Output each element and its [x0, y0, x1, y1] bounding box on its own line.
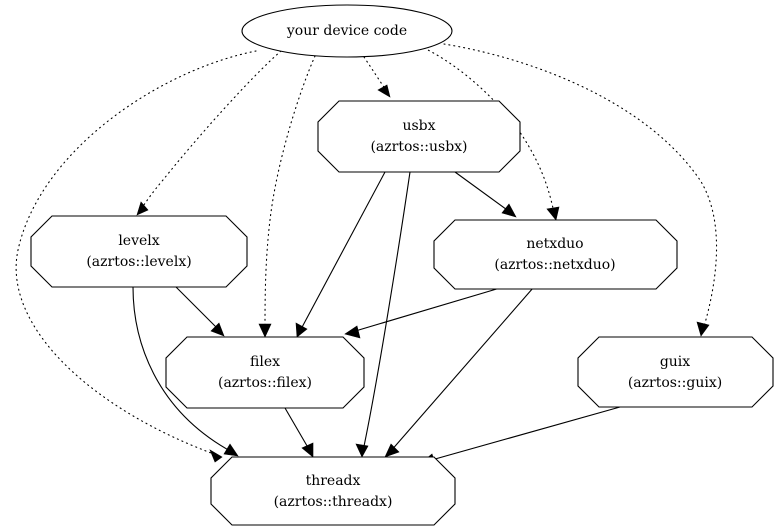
- node-usbx[interactable]: usbx (azrtos::usbx): [317, 100, 521, 173]
- node-shape-octagon: [577, 336, 774, 408]
- node-netxduo[interactable]: netxduo (azrtos::netxduo): [433, 219, 678, 290]
- node-label-netxduo-line2: (azrtos::netxduo): [494, 257, 615, 273]
- node-label-threadx-line1: threadx: [306, 473, 361, 489]
- node-threadx[interactable]: threadx (azrtos::threadx): [210, 456, 456, 526]
- edge-device-to-netxduo: [423, 47, 560, 221]
- node-label-device-line1: your device code: [286, 23, 407, 39]
- node-shape-octagon: [210, 456, 456, 526]
- edge-usbx-to-threadx: [355, 171, 411, 458]
- node-label-levelx-line2: (azrtos::levelx): [86, 254, 191, 270]
- edge-device-to-levelx: [136, 50, 282, 216]
- node-shape-octagon: [317, 100, 521, 173]
- node-levelx[interactable]: levelx (azrtos::levelx): [30, 215, 248, 288]
- node-filex[interactable]: filex (azrtos::filex): [165, 336, 365, 409]
- edge-device-to-threadx: [15, 50, 257, 463]
- node-shape-octagon: [30, 215, 248, 288]
- node-label-filex-line2: (azrtos::filex): [218, 375, 312, 391]
- node-label-usbx-line2: (azrtos::usbx): [370, 139, 467, 155]
- edge-device-to-usbx: [363, 56, 391, 98]
- node-label-filex-line1: filex: [250, 354, 280, 370]
- node-shape-ellipse: [241, 4, 453, 58]
- node-label-guix-line1: guix: [660, 354, 690, 370]
- edge-usbx-to-filex: [295, 171, 386, 338]
- edge-filex-to-threadx: [284, 407, 314, 458]
- node-label-usbx-line1: usbx: [402, 118, 435, 134]
- node-shape-octagon: [165, 336, 365, 409]
- node-label-netxduo-line1: netxduo: [526, 236, 583, 252]
- node-shape-octagon: [433, 219, 678, 290]
- edge-netxduo-to-filex: [344, 287, 501, 339]
- edge-netxduo-to-threadx: [384, 287, 534, 458]
- edge-usbx-to-netxduo: [454, 171, 517, 218]
- node-label-threadx-line2: (azrtos::threadx): [274, 494, 393, 510]
- edge-device-to-filex: [258, 55, 316, 338]
- edge-device-to-guix: [443, 43, 718, 337]
- node-label-levelx-line1: levelx: [118, 233, 159, 249]
- node-guix[interactable]: guix (azrtos::guix): [577, 336, 774, 408]
- edge-levelx-to-filex: [175, 286, 225, 337]
- node-your-device-code[interactable]: your device code: [241, 4, 453, 58]
- node-label-guix-line2: (azrtos::guix): [628, 375, 722, 391]
- edge-group-dotted: [15, 43, 718, 463]
- edge-guix-to-threadx: [420, 406, 621, 467]
- edge-levelx-to-threadx: [132, 286, 239, 457]
